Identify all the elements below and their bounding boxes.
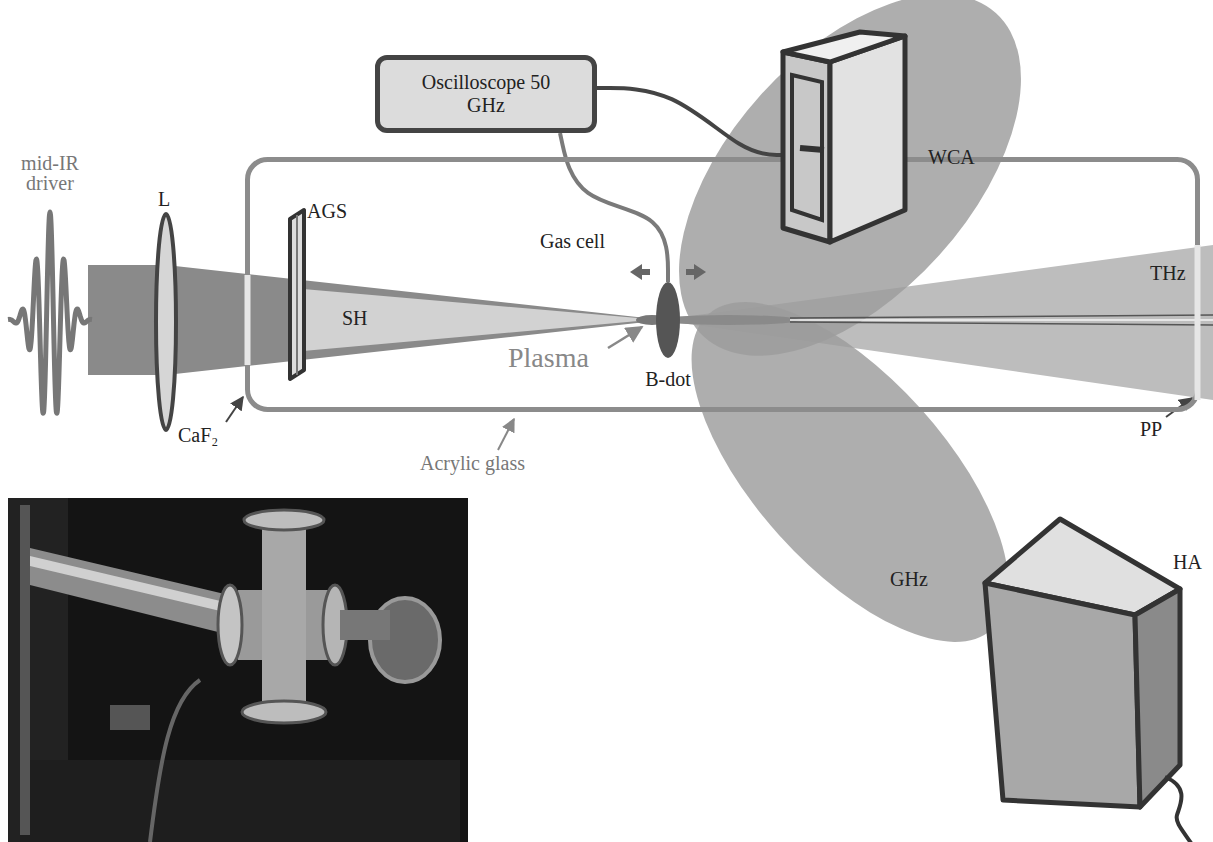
acrylic-wall <box>248 160 1198 410</box>
thz-core-line <box>790 322 1213 325</box>
thz-core-line <box>790 315 1213 318</box>
shape-face <box>1135 589 1180 807</box>
part-name: Gas cell <box>540 230 605 253</box>
gas-cell: B-dot Gas cell <box>245 157 1200 412</box>
device-label: Oscilloscope 50 GHz <box>401 71 571 117</box>
oscilloscope-box: Oscilloscope 50 GHz <box>375 55 597 133</box>
signal-cable <box>597 88 783 155</box>
focusing-beam <box>166 265 655 375</box>
pp-window <box>1195 245 1201 400</box>
b-dot-probe: B-dot <box>656 282 680 358</box>
leader-line <box>608 327 642 348</box>
shape-face <box>783 32 905 62</box>
caf2-window <box>245 275 251 365</box>
move-arrow <box>686 264 706 280</box>
window-label: PP <box>1140 418 1162 440</box>
leader-line <box>226 397 243 422</box>
b-dot-loop <box>656 282 680 358</box>
shape-face <box>783 52 830 242</box>
horn-antenna: HA <box>975 515 1185 815</box>
thz-core-line <box>790 319 1213 321</box>
lens-label: L <box>158 188 170 210</box>
wca-slot <box>800 148 824 150</box>
crystal-label: AGS <box>307 200 347 222</box>
part-name: WCA <box>928 146 975 169</box>
wca-antenna: WCA <box>780 30 910 245</box>
beam-label: THz <box>1150 262 1186 284</box>
signal-cable <box>560 133 668 282</box>
plasma-label: Plasma <box>508 343 589 374</box>
wca-antenna-outline <box>780 30 910 245</box>
leader-line <box>498 419 514 450</box>
horn-cable <box>1165 777 1201 842</box>
horn-antenna-outline <box>975 515 1185 815</box>
b-dot-probe-outline <box>656 282 680 358</box>
move-arrow <box>630 264 650 280</box>
driver-label: mid-IR driver <box>10 153 90 193</box>
ags-crystal <box>290 210 304 379</box>
wall-label: Acrylic glass <box>420 452 525 474</box>
beam-label: SH <box>342 307 368 329</box>
part-name: HA <box>1173 551 1202 574</box>
shape-face <box>985 583 1140 807</box>
second-harmonic-beam <box>303 289 655 351</box>
window-label: CaF₂ <box>178 424 218 446</box>
shape-face <box>830 36 905 242</box>
lens <box>156 214 176 430</box>
ags-crystal-edge <box>296 215 298 375</box>
pulse-waveform <box>8 212 92 413</box>
photo-inset <box>8 498 468 842</box>
gas-cell-outline <box>245 157 1200 412</box>
part-name: B-dot <box>628 368 708 391</box>
beam-label: GHz <box>890 568 928 590</box>
